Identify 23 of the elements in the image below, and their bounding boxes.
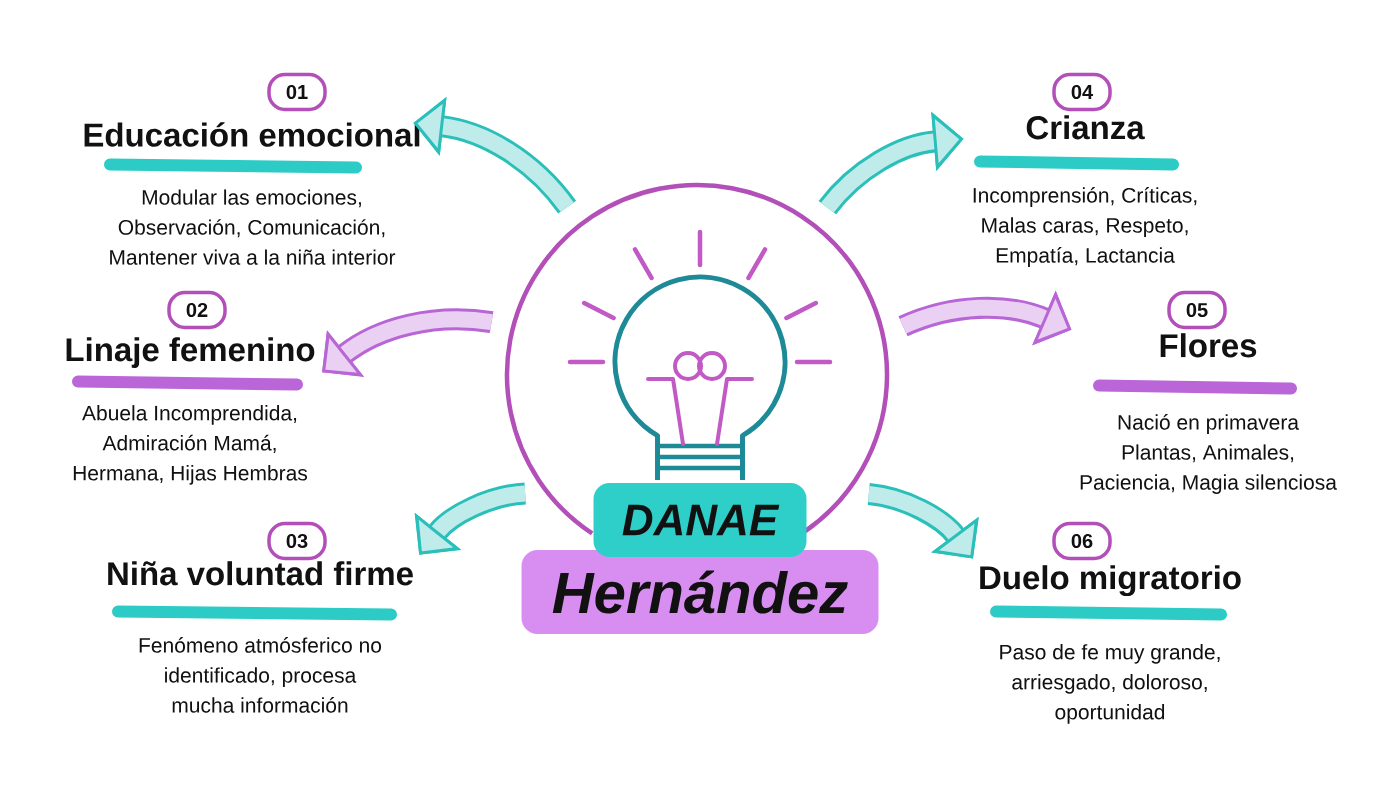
- topic-text: Abuela Incomprendida, Admiración Mamá, Hermana, Hijas Hembras: [73, 405, 308, 485]
- number-badge: 02: [167, 290, 227, 330]
- number-badge: 01: [267, 72, 327, 112]
- circle-frame: [505, 183, 890, 536]
- number-badge: 03: [267, 521, 327, 561]
- number-badge: 04: [1052, 72, 1112, 112]
- topic-text: Paso de fe muy grande, arriesgado, doloroso, oportunidad: [1000, 644, 1220, 724]
- topic-heading: Educación emocional: [84, 122, 420, 147]
- number-badge: 05: [1167, 290, 1227, 330]
- topic-text: Fenómeno atmósferico no identificado, procesa mucha información: [139, 637, 382, 713]
- topic-heading: Crianza: [1026, 115, 1145, 140]
- number-badge: 06: [1052, 521, 1112, 561]
- topic-text: Modular las emociones, Observación, Comunicación, Mantener viva a la niña interior: [110, 189, 396, 265]
- curved-arrow: [867, 483, 979, 559]
- topic-heading: Linaje femenino: [66, 337, 315, 368]
- curved-arrow: [322, 308, 494, 377]
- topic-heading: Flores: [1160, 333, 1257, 358]
- topic-heading: Duelo migratorio: [980, 565, 1241, 597]
- topic-text: Incomprensión, Críticas, Malas caras, Respeto, Empatía, Lactancia: [973, 187, 1197, 267]
- name-box: DANAE: [593, 483, 807, 557]
- topic-heading: Niña voluntad firme: [108, 561, 413, 586]
- topic-text: Nació en primavera Plantas, Animales, Paciencia, Magia silenciosa: [1080, 414, 1337, 494]
- name-box: Hernández: [521, 550, 879, 634]
